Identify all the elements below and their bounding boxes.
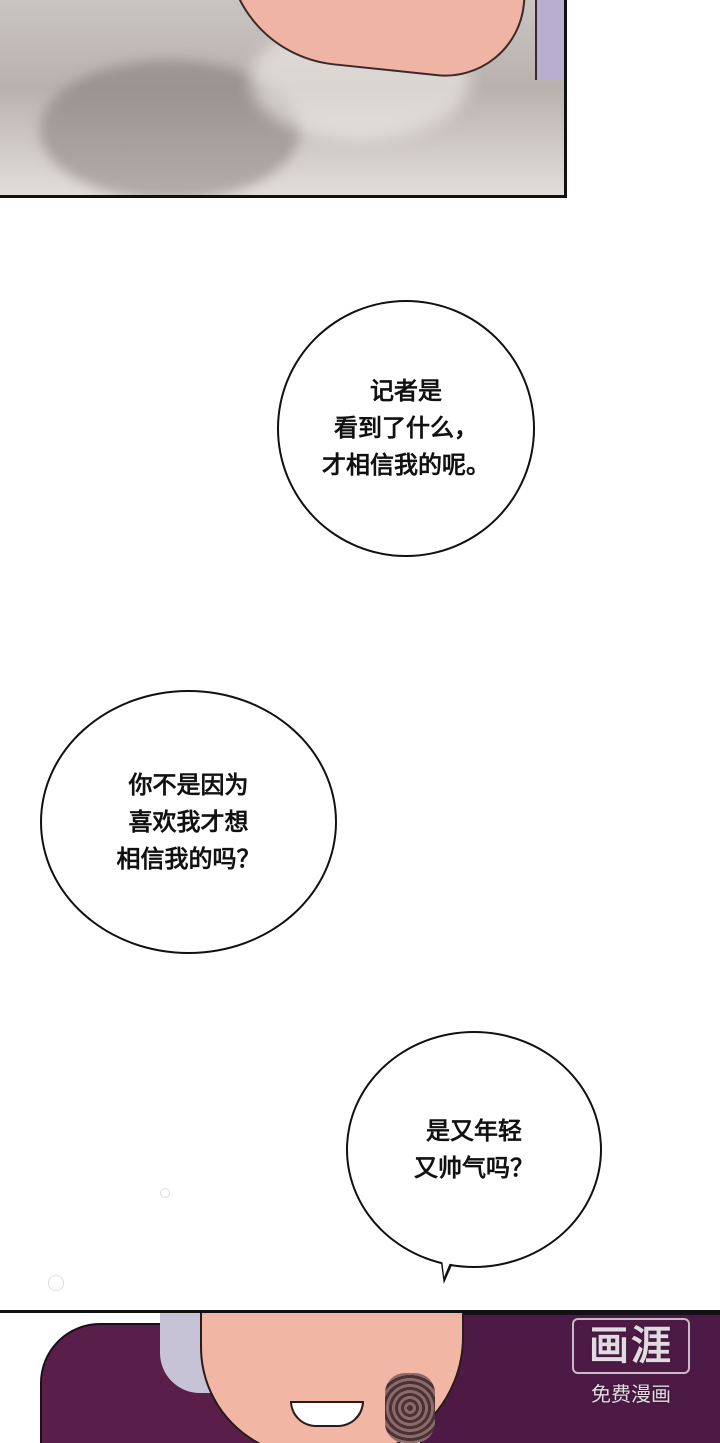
watermark-logo: 画涯 xyxy=(572,1318,690,1374)
watermark: 画涯 免费漫画 xyxy=(566,1318,696,1428)
decorative-sparkle xyxy=(48,1275,64,1291)
bottom-comic-panel xyxy=(0,1310,720,1443)
bubble-2-line-2: 喜欢我才想 xyxy=(128,807,249,836)
bubble-2-line-3: 相信我的吗？ xyxy=(116,844,261,873)
watermark-subtitle: 免费漫画 xyxy=(591,1382,671,1406)
bubble-3-line-2: 又帅气吗？ xyxy=(414,1153,534,1182)
bubble-2-line-1: 你不是因为 xyxy=(128,770,249,799)
bubble-1-line-1: 记者是 xyxy=(370,377,442,405)
character-neck-tattoo xyxy=(385,1373,435,1443)
bubble-1-line-3: 才相信我的呢。 xyxy=(322,451,490,479)
bubble-3-line-1: 是又年轻 xyxy=(426,1116,522,1145)
character-smile xyxy=(290,1401,364,1427)
character-coat-right xyxy=(420,1313,720,1443)
decorative-sparkle xyxy=(160,1188,170,1198)
speech-bubble-3: 是又年轻 又帅气吗？ xyxy=(346,1031,602,1268)
speech-bubble-2: 你不是因为 喜欢我才想 相信我的吗？ xyxy=(40,690,337,954)
bubble-1-line-2: 看到了什么， xyxy=(334,414,478,442)
speech-bubble-1: 记者是 看到了什么， 才相信我的呢。 xyxy=(277,300,535,557)
top-comic-panel xyxy=(0,0,567,198)
character-hair xyxy=(535,0,564,80)
